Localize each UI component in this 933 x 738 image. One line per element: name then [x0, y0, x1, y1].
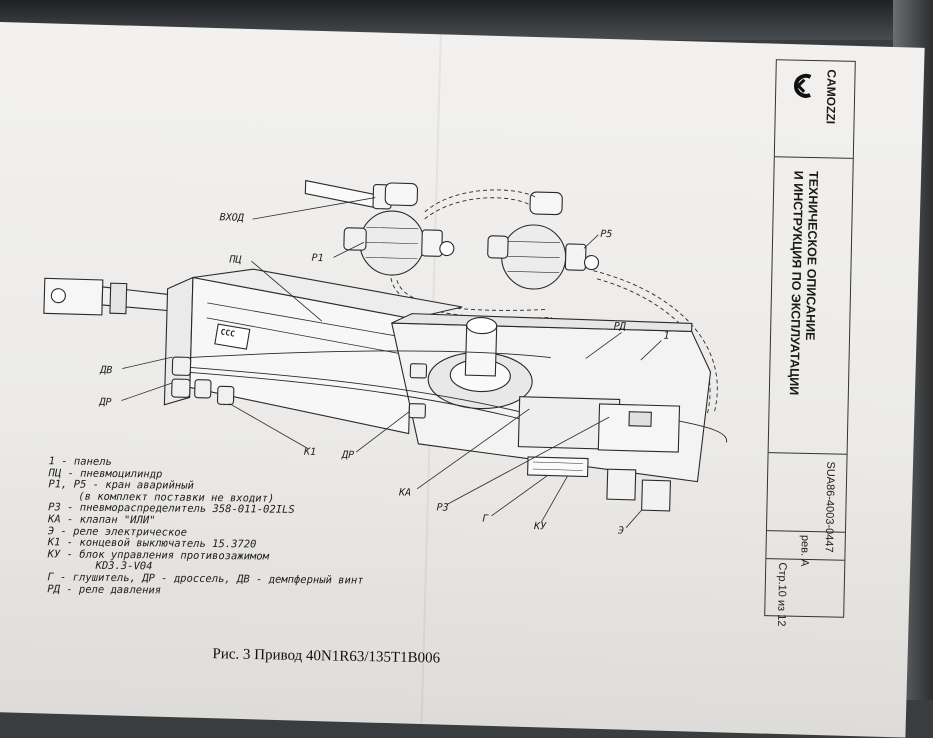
- page-number: Стр.10 из 12: [774, 562, 789, 627]
- tubes: [190, 350, 727, 443]
- rod-clevis: [43, 277, 174, 316]
- doc-code: SUA86-4003-0447: [822, 461, 837, 553]
- callout-1: 1: [663, 330, 670, 342]
- legend: 1 - панель ПЦ - пневмоцилиндр Р1, Р5 - к…: [47, 455, 365, 598]
- callout-e: Э: [617, 525, 625, 537]
- document-title: ТЕХНИЧЕСКОЕ ОПИСАНИЕ И ИНСТРУКЦИЯ ПО ЭКС…: [786, 171, 821, 396]
- leader-lines: [121, 197, 662, 528]
- callout-p3: Р3: [436, 502, 449, 514]
- callout-pc: ПЦ: [229, 254, 242, 266]
- callout-rd: РД: [613, 321, 626, 333]
- emergency-valve-p1: [343, 182, 455, 276]
- inlet-pipe: [304, 179, 393, 210]
- callout-k1: К1: [303, 446, 317, 458]
- document-page: CCC ВХОД Р1 Р5 ПЦ ДВ ДР К1 ДР РД 1 КА Р3…: [0, 22, 925, 738]
- callout-g: Г: [482, 513, 489, 525]
- callout-vhod: ВХОД: [219, 212, 244, 224]
- callout-dr-left: ДР: [99, 396, 112, 409]
- document-title-line1: ТЕХНИЧЕСКОЕ ОПИСАНИЕ: [802, 170, 821, 341]
- figure-caption: Рис. 3 Привод 40N1R63/135T1B006: [212, 646, 441, 667]
- callout-p1: Р1: [311, 252, 324, 265]
- brand-name: CAMOZZI: [823, 69, 839, 125]
- callout-ku: КУ: [533, 521, 547, 533]
- cam-roller: [427, 317, 533, 410]
- actuator-drawing: [43, 179, 727, 528]
- title-block: CAMOZZI ТЕХНИЧЕСКОЕ ОПИСАНИЕ И ИНСТРУКЦИ…: [764, 59, 856, 627]
- title-block-divider: [774, 156, 853, 159]
- document-title-line2: И ИНСТРУКЦИЯ ПО ЭКСПЛУАТАЦИИ: [786, 170, 806, 396]
- title-block-divider: [768, 452, 847, 455]
- pneumatic-cylinder: [163, 268, 463, 435]
- emergency-valve-p5: [487, 191, 600, 290]
- callout-ka: КА: [398, 487, 412, 499]
- distributor-block: [517, 396, 681, 512]
- callout-p5: Р5: [600, 228, 613, 241]
- callout-dv: ДВ: [100, 364, 113, 377]
- revision: рев. А: [798, 534, 811, 567]
- fittings: [171, 356, 428, 419]
- camozzi-logo-icon: [786, 70, 817, 101]
